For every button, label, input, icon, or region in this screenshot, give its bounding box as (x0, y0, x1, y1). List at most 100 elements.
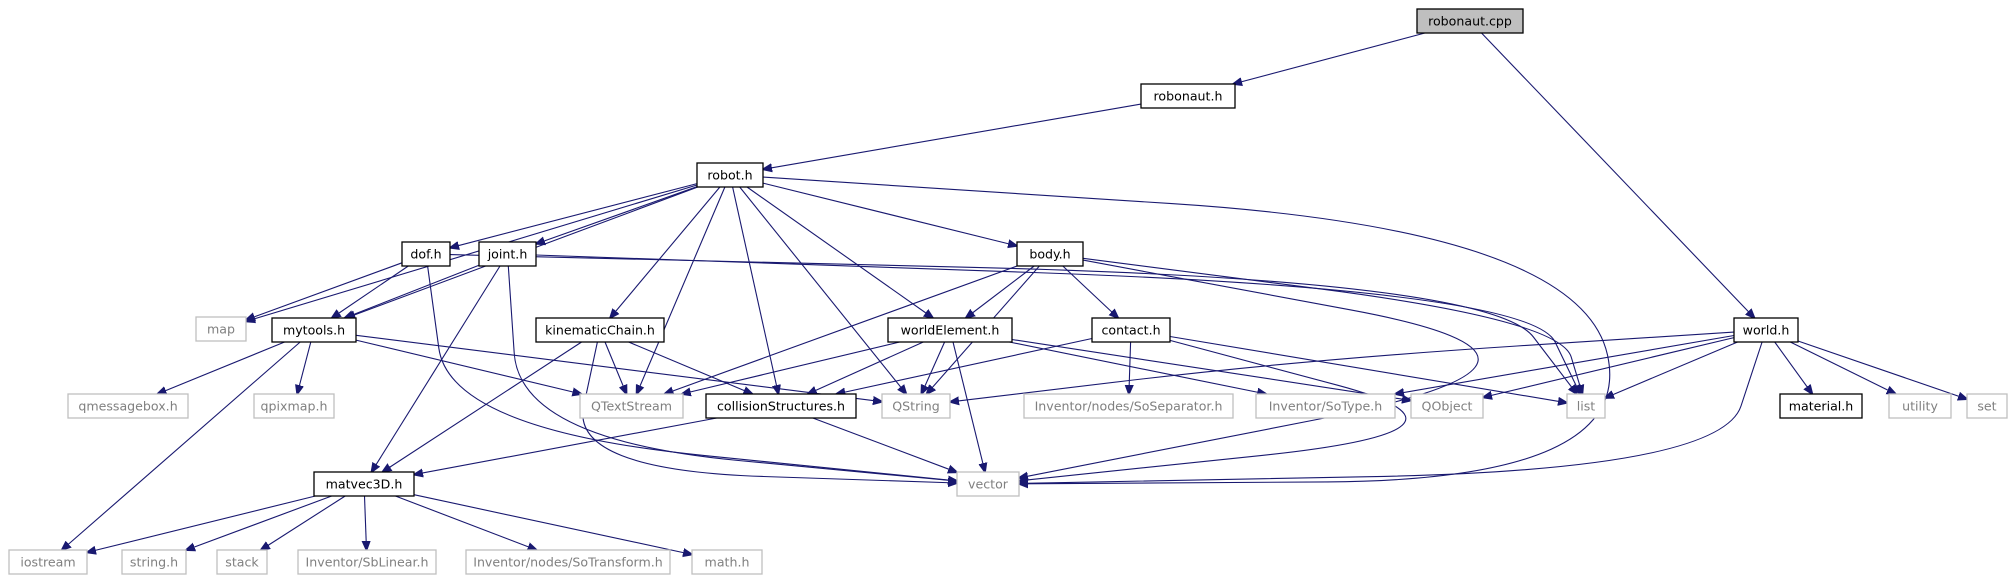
edge-robot_h-to-QString (739, 186, 907, 394)
edge-dof_h-to-mytools_h (332, 265, 409, 318)
node-stack: stack (216, 549, 268, 575)
node-SoType: Inventor/SoType.h (1255, 393, 1396, 419)
edge-dof_h-to-vector (427, 265, 957, 481)
edges-layer (62, 32, 1967, 555)
edge-dof_h-to-map (246, 262, 403, 320)
node-robonaut-h[interactable]: robonaut.h (1140, 83, 1236, 109)
node-string-h: string.h (121, 549, 187, 575)
edge-world_h-to-material_h (1774, 341, 1813, 394)
node-box (297, 549, 437, 575)
edge-robot_h-to-map (246, 184, 698, 321)
node-box (8, 549, 88, 575)
edge-collisionStructures_h-to-matvec3D_h (414, 417, 717, 475)
edge-robonaut_cpp-to-robonaut_h (1233, 32, 1426, 84)
node-label: list (1577, 399, 1596, 414)
node-mytools-h[interactable]: mytools.h (271, 317, 357, 343)
node-box (253, 393, 335, 419)
node-label: qpixmap.h (261, 399, 328, 414)
edge-joint_h-to-list (535, 254, 1580, 394)
edge-robot_h-to-vector (762, 176, 1611, 484)
node-label: robot.h (707, 168, 752, 183)
node-material-h[interactable]: material.h (1779, 393, 1863, 419)
node-label: Inventor/nodes/SoSeparator.h (1035, 399, 1223, 414)
node-label: stack (225, 555, 259, 570)
edge-contact_h-to-SoSeparator (1129, 341, 1131, 394)
edge-matvec3D_h-to-string_h (186, 495, 332, 550)
edge-matvec3D_h-to-iostream (87, 495, 316, 552)
node-label: Inventor/SoType.h (1269, 399, 1383, 414)
node-matvec3D-h[interactable]: matvec3D.h (313, 471, 415, 497)
node-box (313, 471, 415, 497)
node-robonaut-cpp[interactable]: robonaut.cpp (1416, 8, 1524, 34)
edge-kinematicChain_h-to-matvec3D_h (382, 341, 582, 472)
node-label: iostream (20, 555, 75, 570)
node-label: map (207, 322, 235, 337)
node-SoSeparator: Inventor/nodes/SoSeparator.h (1023, 393, 1234, 419)
node-label: mytools.h (283, 323, 345, 338)
node-label: set (1977, 399, 1996, 414)
node-label: vector (968, 477, 1009, 492)
edge-world_h-to-list (1605, 341, 1738, 398)
edge-robot_h-to-worldElement_h (746, 186, 933, 318)
node-box (1255, 393, 1396, 419)
node-world-h[interactable]: world.h (1733, 317, 1799, 343)
node-label: collisionStructures.h (717, 399, 845, 414)
node-box (465, 549, 671, 575)
node-label: matvec3D.h (326, 477, 403, 492)
node-box (705, 393, 857, 419)
edge-worldElement_h-to-vector (952, 341, 985, 472)
node-robot-h[interactable]: robot.h (696, 162, 764, 188)
edge-body_h-to-QTextStream (665, 265, 1018, 394)
edge-robot_h-to-joint_h (536, 186, 698, 244)
node-qpixmap-h: qpixmap.h (253, 393, 335, 419)
node-label: Inventor/SbLinear.h (306, 555, 429, 570)
node-label: world.h (1743, 323, 1790, 338)
edge-joint_h-to-matvec3D_h (372, 265, 501, 472)
node-box (1733, 317, 1799, 343)
node-SoTransform: Inventor/nodes/SoTransform.h (465, 549, 671, 575)
edge-robot_h-to-body_h (762, 182, 1017, 246)
node-QString: QString (881, 393, 951, 419)
node-vector: vector (956, 471, 1020, 497)
node-box (271, 317, 357, 343)
node-box (1966, 393, 2008, 419)
node-box (696, 162, 764, 188)
node-qmessagebox-h: qmessagebox.h (67, 393, 189, 419)
edge-robot_h-to-dof_h (450, 183, 698, 248)
edge-body_h-to-vector (1019, 259, 1479, 478)
node-box (887, 317, 1013, 343)
node-body-h[interactable]: body.h (1016, 241, 1084, 267)
node-joint-h[interactable]: joint.h (478, 241, 537, 267)
edge-mytools_h-to-qpixmap_h (297, 341, 312, 394)
edge-robonaut_h-to-robot_h (763, 103, 1142, 169)
node-contact-h[interactable]: contact.h (1091, 317, 1171, 343)
node-box (195, 316, 247, 342)
node-label: QString (892, 399, 940, 414)
edge-contact_h-to-list (1169, 335, 1567, 403)
node-set: set (1966, 393, 2008, 419)
node-QObject: QObject (1410, 393, 1484, 419)
node-label: string.h (130, 555, 178, 570)
edge-body_h-to-list (1082, 257, 1582, 394)
edge-kinematicChain_h-to-collisionStructures_h (628, 341, 753, 394)
edge-worldElement_h-to-QTextStream (682, 341, 900, 394)
node-box (579, 393, 684, 419)
node-dof-h[interactable]: dof.h (401, 241, 451, 267)
node-SbLinear: Inventor/SbLinear.h (297, 549, 437, 575)
node-label: utility (1902, 399, 1938, 414)
node-worldElement-h[interactable]: worldElement.h (887, 317, 1013, 343)
node-list: list (1566, 393, 1606, 419)
edge-robot_h-to-kinematicChain_h (610, 186, 721, 318)
edge-world_h-to-set (1797, 340, 1967, 399)
node-kinematicChain-h[interactable]: kinematicChain.h (535, 317, 665, 343)
node-collisionStructures-h[interactable]: collisionStructures.h (705, 393, 857, 419)
node-label: body.h (1029, 247, 1070, 262)
node-box (1416, 8, 1524, 34)
edge-contact_h-to-vector (1019, 339, 1407, 480)
edge-mytools_h-to-iostream (62, 341, 301, 550)
edge-dof_h-to-list (449, 254, 1577, 394)
edge-kinematicChain_h-to-QTextStream (604, 341, 627, 394)
edge-mytools_h-to-QTextStream (355, 339, 581, 394)
nodes-layer: robonaut.cpp robonaut.h robot.h dof.h joint.… (8, 8, 2008, 575)
